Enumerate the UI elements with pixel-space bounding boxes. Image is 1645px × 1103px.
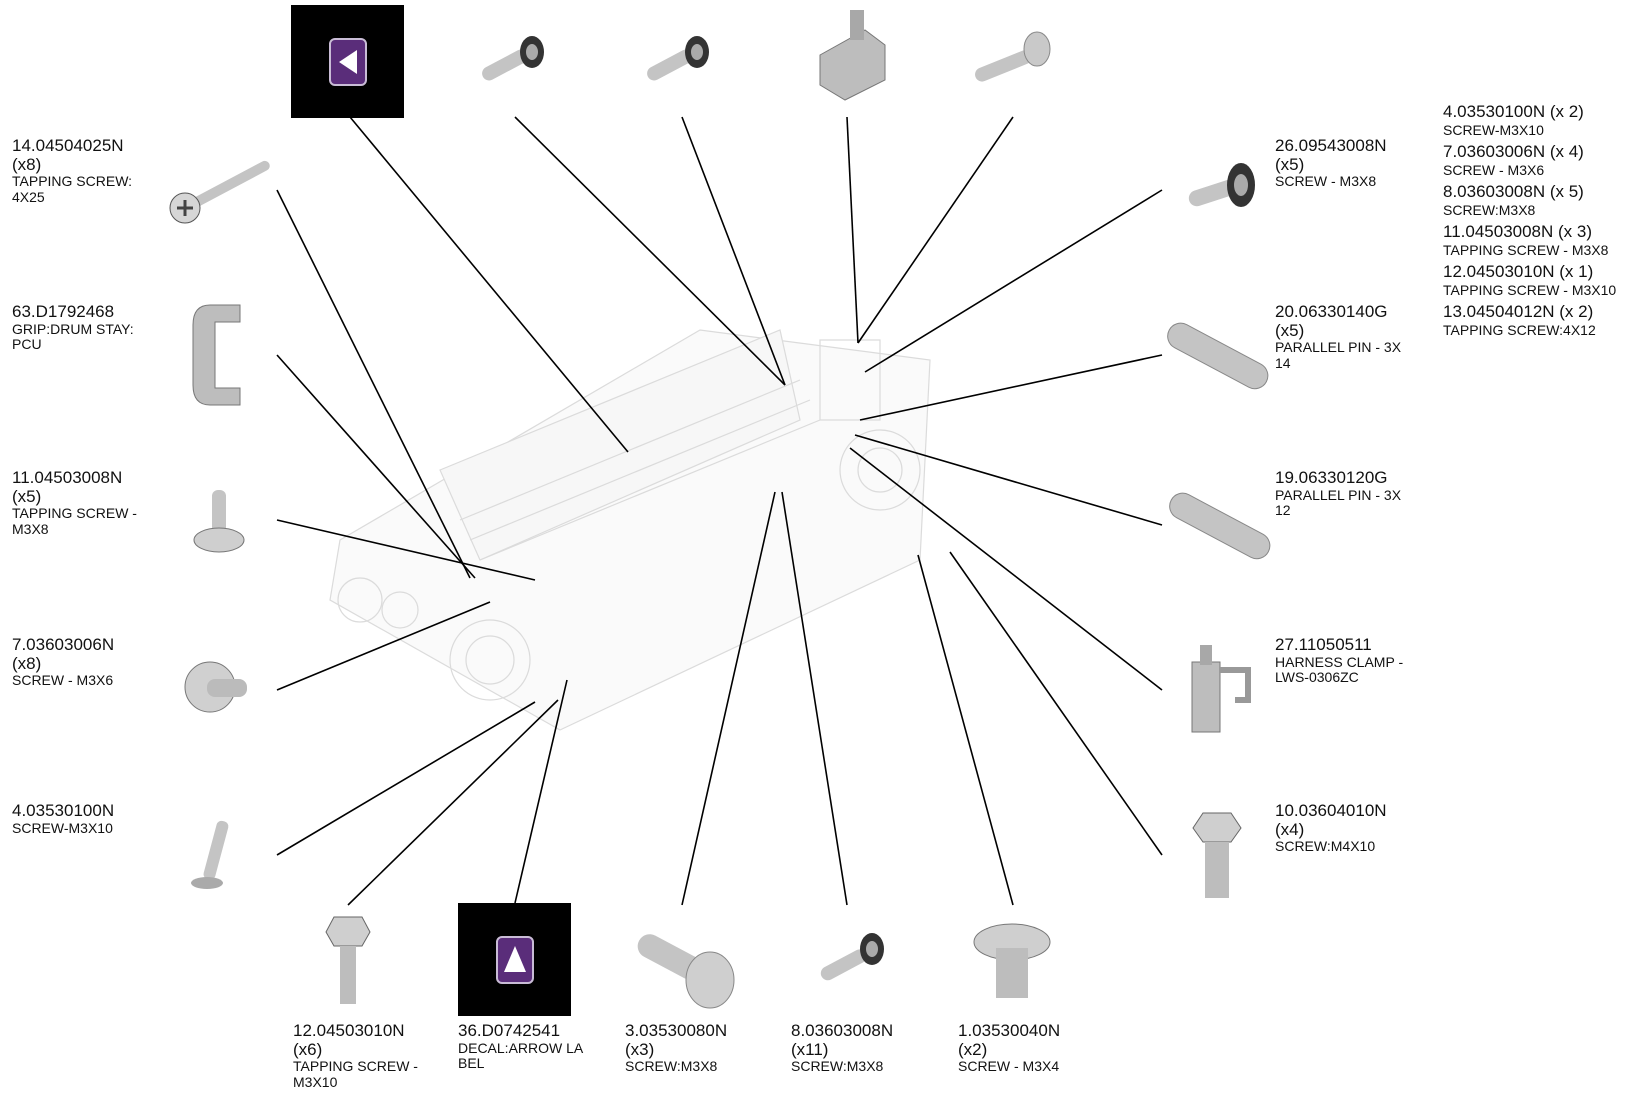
arrow-label-icon bbox=[495, 935, 534, 984]
part-description: SCREW - M3X6 bbox=[12, 672, 114, 689]
part-quantity: (x2) bbox=[958, 1039, 988, 1059]
part-quantity: (x3) bbox=[625, 1039, 655, 1059]
summary-item: 8.03603008N (x 5)SCREW:M3X8 bbox=[1443, 183, 1643, 217]
part-number: 36.D0742541 bbox=[458, 1021, 561, 1040]
callout-10: 10.03604010N (x4) SCREW:M4X10 bbox=[1275, 801, 1387, 855]
part-number: 12.04503010N bbox=[293, 1021, 405, 1040]
callout-20: 20.06330140G (x5) PARALLEL PIN - 3X 14 bbox=[1275, 302, 1402, 371]
summary-description: SCREW-M3X10 bbox=[1443, 122, 1544, 138]
harness-clamp-icon bbox=[819, 10, 886, 101]
screw-icon bbox=[637, 934, 735, 1009]
part-number: 19.06330120G bbox=[1275, 468, 1388, 487]
summary-item: 11.04503008N (x 3)TAPPING SCREW - M3X8 bbox=[1443, 223, 1643, 257]
part-number: 63.D1792468 bbox=[12, 302, 115, 321]
screw-icon bbox=[191, 820, 229, 889]
part-number: 14.04504025N bbox=[12, 136, 124, 155]
screw-icon bbox=[975, 31, 1051, 82]
summary-part-number: 12.04503010N (x 1) bbox=[1443, 262, 1594, 281]
callout-12: 12.04503010N (x6) TAPPING SCREW - M3X10 bbox=[293, 1021, 418, 1090]
part-quantity: (x5) bbox=[12, 486, 42, 506]
tapping-screw-icon bbox=[193, 490, 245, 553]
part-description: HARNESS CLAMP - LWS-0306ZC bbox=[1275, 653, 1404, 686]
summary-description: SCREW - M3X6 bbox=[1443, 162, 1545, 178]
screw-icon bbox=[647, 36, 709, 81]
parts-summary-list: 4.03530100N (x 2)SCREW-M3X10 7.03603006N… bbox=[1443, 97, 1643, 337]
callout-26: 26.09543008N (x5) SCREW - M3X8 bbox=[1275, 136, 1387, 190]
summary-description: TAPPING SCREW:4X12 bbox=[1443, 322, 1596, 338]
callout-11: 11.04503008N (x5) TAPPING SCREW - M3X8 bbox=[12, 468, 137, 537]
screw-icon bbox=[1192, 812, 1242, 898]
callout-8: 8.03603008N (x11) SCREW:M3X8 bbox=[791, 1021, 894, 1075]
parallel-pin-icon bbox=[1167, 322, 1269, 390]
callout-4: 4.03530100N SCREW-M3X10 bbox=[12, 801, 115, 836]
summary-description: TAPPING SCREW - M3X8 bbox=[1443, 242, 1609, 258]
screw-icon bbox=[482, 36, 544, 81]
screw-icon bbox=[973, 923, 1051, 998]
part-quantity: (x11) bbox=[791, 1039, 829, 1059]
harness-clamp-icon bbox=[1191, 645, 1251, 733]
parallel-pin-icon bbox=[1169, 492, 1271, 560]
part-description: PARALLEL PIN - 3X 12 bbox=[1275, 486, 1402, 519]
summary-part-number: 4.03530100N (x 2) bbox=[1443, 102, 1584, 121]
part-quantity: (x8) bbox=[12, 653, 42, 673]
part-description: SCREW:M4X10 bbox=[1275, 838, 1376, 855]
summary-part-number: 7.03603006N (x 4) bbox=[1443, 142, 1584, 161]
callout-3: 3.03530080N (x3) SCREW:M3X8 bbox=[625, 1021, 728, 1075]
arrow-label-icon bbox=[328, 37, 367, 86]
leader-lines bbox=[276, 116, 1163, 906]
part-number: 10.03604010N bbox=[1275, 801, 1387, 820]
summary-part-number: 11.04503008N (x 3) bbox=[1443, 222, 1593, 241]
summary-item: 4.03530100N (x 2)SCREW-M3X10 bbox=[1443, 103, 1643, 137]
part-quantity: (x5) bbox=[1275, 154, 1305, 174]
summary-item: 7.03603006N (x 4)SCREW - M3X6 bbox=[1443, 143, 1643, 177]
part-number: 4.03530100N bbox=[12, 801, 115, 820]
part-quantity: (x5) bbox=[1275, 320, 1305, 340]
decal-arrow-label-image-bottom bbox=[458, 903, 571, 1016]
part-number: 7.03603006N bbox=[12, 635, 115, 654]
part-number: 3.03530080N bbox=[625, 1021, 728, 1040]
part-description: SCREW - M3X4 bbox=[958, 1058, 1060, 1075]
part-description: DECAL:ARROW LA BEL bbox=[458, 1039, 584, 1072]
tapping-screw-icon bbox=[325, 916, 371, 1004]
screw-icon bbox=[184, 661, 247, 713]
part-description: TAPPING SCREW - M3X8 bbox=[12, 505, 137, 537]
summary-description: SCREW:M3X8 bbox=[1443, 202, 1536, 218]
part-number: 8.03603008N bbox=[791, 1021, 894, 1040]
part-number: 1.03530040N bbox=[958, 1021, 1061, 1040]
part-description: SCREW:M3X8 bbox=[625, 1058, 718, 1075]
part-description: SCREW:M3X8 bbox=[791, 1058, 884, 1075]
callout-63: 63.D1792468 GRIP:DRUM STAY: PCU bbox=[12, 302, 134, 353]
screw-icon bbox=[820, 933, 884, 981]
tapping-screw-icon bbox=[169, 160, 270, 224]
summary-description: TAPPING SCREW - M3X10 bbox=[1443, 282, 1617, 298]
part-quantity: (x6) bbox=[293, 1039, 323, 1059]
callout-7: 7.03603006N (x8) SCREW - M3X6 bbox=[12, 635, 115, 689]
callout-27: 27.11050511 HARNESS CLAMP - LWS-0306ZC bbox=[1275, 635, 1404, 686]
part-description: SCREW - M3X8 bbox=[1275, 173, 1377, 190]
part-quantity: (x4) bbox=[1275, 819, 1305, 839]
summary-part-number: 13.04504012N (x 2) bbox=[1443, 302, 1594, 321]
callout-36: 36.D0742541 DECAL:ARROW LA BEL bbox=[458, 1021, 584, 1072]
part-description: TAPPING SCREW: 4X25 bbox=[12, 173, 133, 205]
part-quantity: (x8) bbox=[12, 154, 42, 174]
part-description: TAPPING SCREW - M3X10 bbox=[293, 1058, 418, 1090]
callout-14: 14.04504025N (x8) TAPPING SCREW: 4X25 bbox=[12, 136, 133, 205]
part-number: 27.11050511 bbox=[1275, 635, 1372, 654]
part-description: GRIP:DRUM STAY: PCU bbox=[12, 320, 134, 353]
grip-icon bbox=[192, 304, 241, 406]
part-description: PARALLEL PIN - 3X 14 bbox=[1275, 339, 1402, 371]
screw-icon bbox=[1188, 163, 1255, 207]
part-number: 11.04503008N bbox=[12, 468, 123, 487]
part-number: 20.06330140G bbox=[1275, 302, 1388, 321]
callout-1: 1.03530040N (x2) SCREW - M3X4 bbox=[958, 1021, 1061, 1075]
part-number: 26.09543008N bbox=[1275, 136, 1387, 155]
decal-arrow-label-image-top bbox=[291, 5, 404, 118]
part-description: SCREW-M3X10 bbox=[12, 819, 113, 836]
summary-item: 13.04504012N (x 2)TAPPING SCREW:4X12 bbox=[1443, 303, 1643, 337]
callout-19: 19.06330120G PARALLEL PIN - 3X 12 bbox=[1275, 468, 1402, 519]
assembly-drawing bbox=[329, 329, 931, 731]
summary-part-number: 8.03603008N (x 5) bbox=[1443, 182, 1584, 201]
summary-item: 12.04503010N (x 1)TAPPING SCREW - M3X10 bbox=[1443, 263, 1643, 297]
